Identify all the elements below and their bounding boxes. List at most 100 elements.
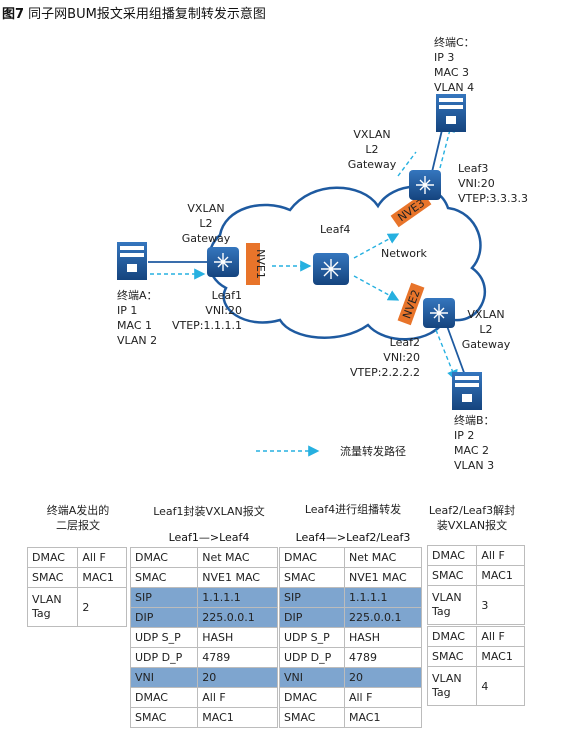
field-value: HASH	[197, 627, 278, 648]
field-value: All F	[476, 626, 525, 647]
network-label: Network	[381, 247, 428, 260]
terminal-c-ip: IP 3	[434, 51, 454, 64]
header-col2: Leaf1封装VXLAN报文	[153, 505, 265, 518]
field-name: DIP	[129, 607, 199, 628]
field-value: All F	[77, 547, 127, 568]
figure-title: 图7 同子网BUM报文采用组播复制转发示意图	[2, 6, 266, 22]
leaf1-vtep: VTEP:1.1.1.1	[172, 319, 242, 332]
field-value: MAC1	[476, 646, 525, 667]
gateway2-l3: Gateway	[462, 338, 511, 351]
field-name: SIP	[129, 587, 199, 608]
field-name: DMAC	[279, 687, 345, 708]
header-col4-text: Leaf2/Leaf3解封 装VXLAN报文	[428, 504, 516, 532]
leaf3-switch-icon	[409, 170, 441, 200]
field-value: 225.0.0.1	[343, 607, 423, 628]
field-value: MAC1	[197, 707, 278, 728]
field-name: VLAN Tag	[426, 585, 478, 625]
path-gateway-leader	[397, 151, 417, 177]
field-name: SMAC	[129, 567, 199, 588]
terminal-b-ip: IP 2	[454, 429, 474, 442]
field-name: DMAC	[426, 545, 478, 566]
field-value: All F	[343, 687, 423, 708]
field-name: UDP D_P	[129, 647, 199, 668]
field-name: VLAN Tag	[26, 587, 79, 627]
leaf1-switch-icon	[207, 247, 239, 277]
topology-diagram: 图7 同子网BUM报文采用组播复制转发示意图 NVE1 NVE2 NVE3	[2, 6, 528, 472]
leaf4-switch-icon	[313, 253, 349, 285]
leaf1-vni: VNI:20	[205, 304, 242, 317]
terminal-a-ip: IP 1	[117, 304, 137, 317]
terminal-b-vlan: VLAN 3	[454, 459, 494, 472]
field-name: SIP	[279, 587, 345, 608]
header-col3-sub: Leaf4—>Leaf2/Leaf3	[295, 531, 411, 544]
field-name: DMAC	[129, 687, 199, 708]
field-name: VNI	[279, 667, 345, 688]
field-name: SMAC	[279, 707, 345, 728]
leaf3-name: Leaf3	[458, 162, 488, 175]
gateway1-l1: VXLAN	[187, 202, 224, 215]
field-name: UDP S_P	[129, 627, 199, 648]
path-leaf4-to-leaf3	[353, 233, 400, 259]
gateway3-l2: L2	[365, 143, 378, 156]
terminal-a-vlan: VLAN 2	[117, 334, 157, 347]
field-value: 1.1.1.1	[343, 587, 423, 608]
field-value: 20	[343, 667, 423, 688]
terminal-c-server-icon	[436, 94, 466, 132]
field-value: 4	[476, 666, 525, 706]
leaf2-vtep: VTEP:2.2.2.2	[350, 366, 420, 379]
field-name: DIP	[279, 607, 345, 628]
field-name: DMAC	[426, 626, 478, 647]
leaf2-name: Leaf2	[390, 336, 420, 349]
terminal-c-mac: MAC 3	[434, 66, 469, 79]
field-name: DMAC	[129, 547, 199, 568]
field-name: UDP S_P	[279, 627, 345, 648]
field-value: 3	[476, 585, 525, 625]
leaf1-name: Leaf1	[212, 289, 242, 302]
gateway2-l1: VXLAN	[467, 308, 504, 321]
terminal-a-name: 终端A：	[117, 288, 158, 302]
terminal-a-mac: MAC 1	[117, 319, 152, 332]
field-value: All F	[197, 687, 278, 708]
field-value: 4789	[197, 647, 278, 668]
field-name: SMAC	[129, 707, 199, 728]
field-value: 225.0.0.1	[197, 607, 278, 628]
gateway1-l3: Gateway	[182, 232, 231, 245]
path-leaf4-to-leaf2	[353, 275, 400, 301]
header-col1-text: 终端A发出的 二层报文	[46, 504, 110, 532]
field-name: SMAC	[279, 567, 345, 588]
gateway3-l1: VXLAN	[353, 128, 390, 141]
field-value: 2	[77, 587, 127, 627]
traffic-paths	[150, 120, 458, 382]
terminal-c-name: 终端C：	[434, 35, 475, 49]
field-value: MAC1	[343, 707, 423, 728]
field-value: 1.1.1.1	[197, 587, 278, 608]
terminal-b-name: 终端B：	[454, 413, 495, 427]
gateway1-l2: L2	[199, 217, 212, 230]
link-leaf3-c	[431, 129, 443, 173]
field-value: MAC1	[77, 567, 127, 588]
field-name: VLAN Tag	[426, 666, 478, 706]
gateway2-l2: L2	[479, 323, 492, 336]
